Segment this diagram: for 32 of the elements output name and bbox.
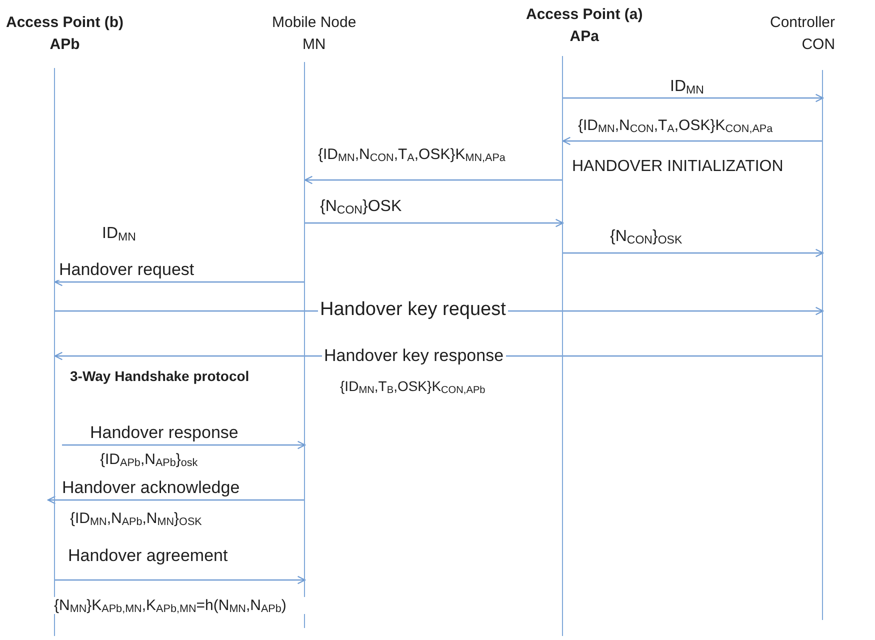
message-arrow [62, 440, 306, 450]
message-arrow [562, 136, 823, 146]
participant-label: Access Point (b) [6, 13, 124, 33]
message-arrow [563, 248, 824, 258]
message-label: ID$_{MN}$ [668, 78, 706, 96]
participant-label: Access Point (a) [526, 5, 643, 25]
message-label: {ID$_{MN}$,N$_{CON}$,T$_{A}$,OSK}K$_{CON,APa}$ [576, 117, 775, 134]
message-note: {ID$_{MN}$,N$_{APb}$,N$_{MN}$}$_{OSK}$ [68, 510, 204, 528]
message-arrow [54, 278, 305, 286]
participant-label: APb [50, 35, 80, 55]
message-note: {ID$_{MN}$,T$_{B}$,OSK}K$_{CON,APb}$ [338, 378, 488, 394]
message-label: Handover agreement [66, 546, 230, 566]
message-arrow [305, 218, 564, 228]
participant-label: MN [302, 35, 326, 55]
message-arrow [47, 496, 305, 504]
message-label: Handover response [88, 423, 240, 443]
message-arrow [304, 176, 563, 184]
message-label: Handover request [57, 260, 196, 280]
participant-label: CON [802, 35, 836, 55]
message-label: Handover key response [322, 346, 506, 366]
message-note: ID$_{MN}$ [100, 225, 138, 244]
message-label: {ID$_{MN}$,N$_{CON}$,T$_{A}$,OSK}K$_{MN,APa}$ [316, 146, 508, 164]
participant-label: APa [570, 27, 599, 47]
participant-label: Mobile Node [272, 13, 356, 33]
message-arrow [55, 576, 306, 584]
message-label: Handover acknowledge [60, 478, 242, 498]
message-label: {N$_{CON}$}$_{OSK}$ [608, 228, 684, 246]
message-arrow [563, 94, 824, 102]
message-note: {ID$_{APb}$,N$_{APb}$}$_{osk}$ [98, 451, 200, 468]
message-label: {N$_{CON}$}OSK [318, 198, 404, 216]
participant-label: Controller [770, 13, 836, 33]
message-label: Handover key request [318, 299, 508, 321]
